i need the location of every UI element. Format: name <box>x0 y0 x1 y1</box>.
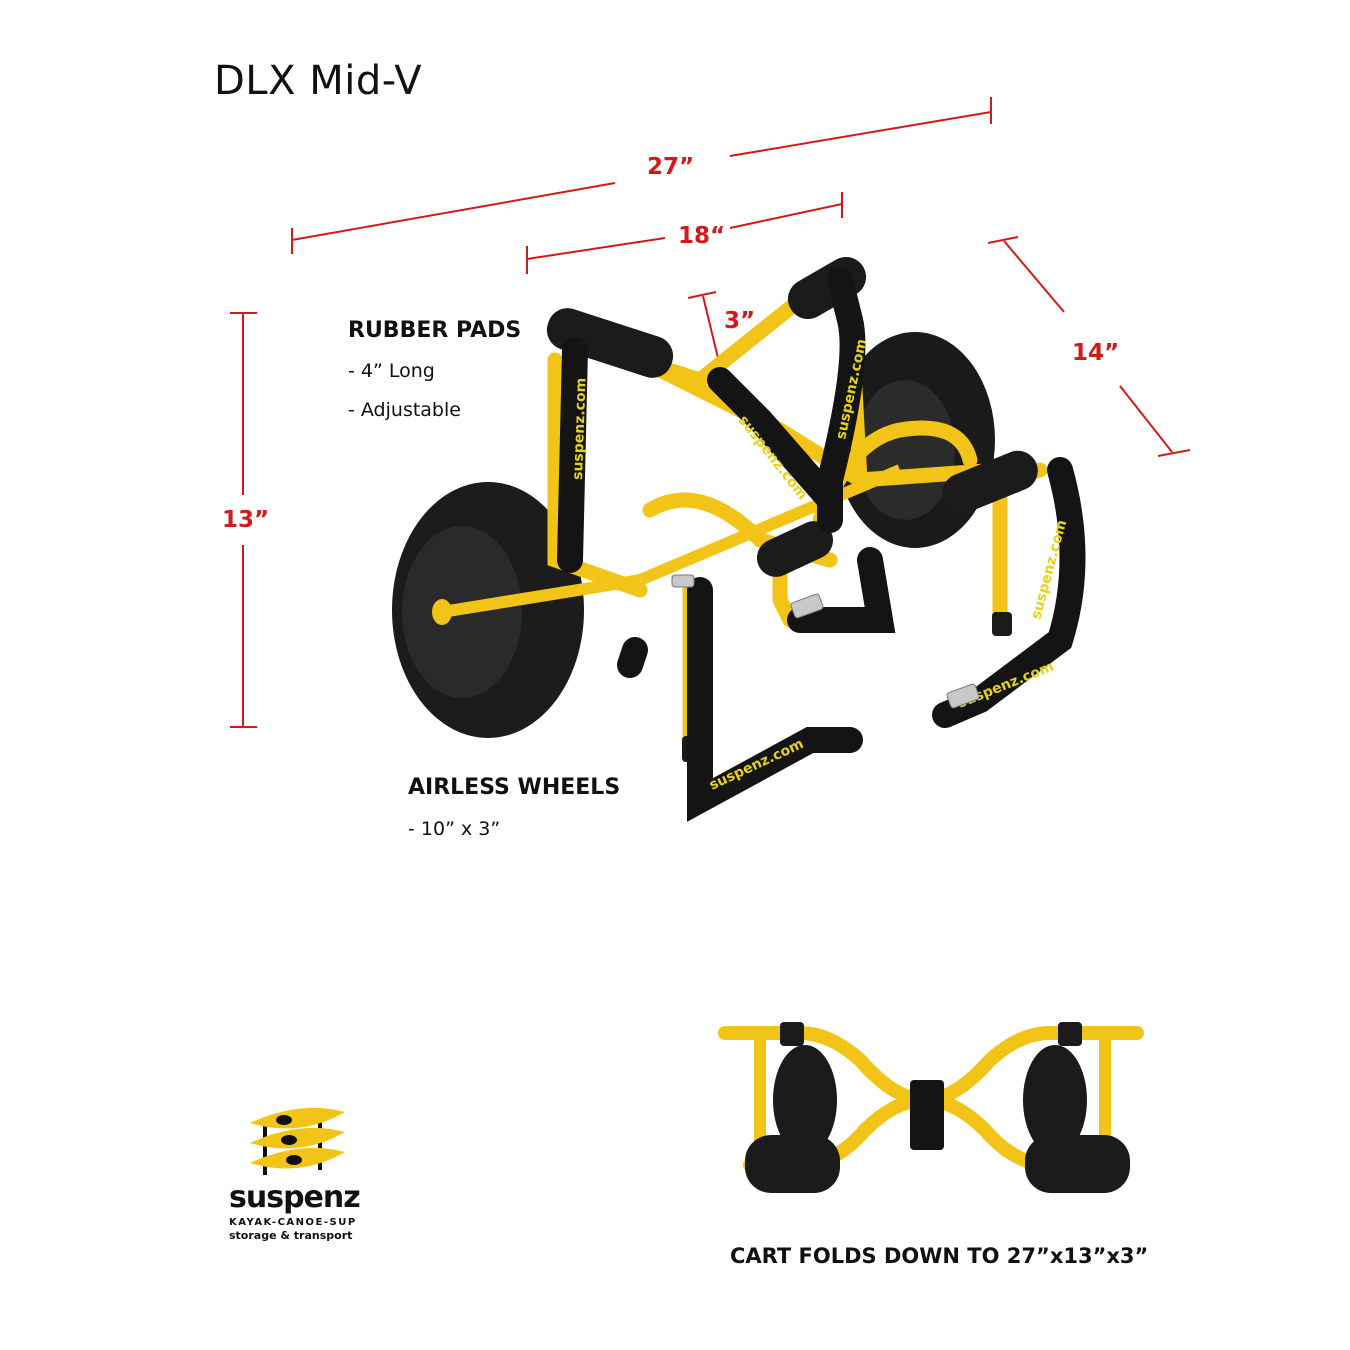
page-title: DLX Mid-V <box>214 58 423 104</box>
dim-18-line-left <box>526 237 666 260</box>
dim-14-tick-bottom <box>1157 449 1191 457</box>
suspenz-logo-graphic <box>250 1107 345 1175</box>
strap-text: suspenz.com <box>570 378 590 481</box>
dim-14-line-top <box>1003 240 1065 313</box>
dim-label-14: 14” <box>1072 340 1120 366</box>
kayak-cart-image: suspenz.com suspenz.com suspenz.com susp… <box>392 257 1086 822</box>
dim-label-18: 18“ <box>678 223 726 249</box>
dim-18-line-right <box>729 203 843 229</box>
wheels-detail-size: - 10” x 3” <box>408 818 501 840</box>
rubber-pads-detail-adjustable: - Adjustable <box>348 399 461 421</box>
dim-label-27: 27” <box>647 154 695 180</box>
dim-14-tick-top <box>987 236 1019 244</box>
dim-14-line-bottom <box>1119 385 1173 453</box>
rubber-pads-heading: RUBBER PADS <box>348 318 522 343</box>
dimension-lines <box>230 97 1191 728</box>
wheels-heading: AIRLESS WHEELS <box>408 775 621 800</box>
brand-logo-name: suspenz <box>229 1180 361 1215</box>
buckles <box>671 574 980 709</box>
folded-cart-image <box>718 1022 1144 1193</box>
brand-tagline-1: KAYAK-CANOE-SUP <box>229 1217 357 1228</box>
dim-3-tick-top <box>687 291 717 299</box>
dim-label-3: 3” <box>724 308 756 334</box>
dim-label-13: 13” <box>222 507 270 533</box>
dim-27-line-left <box>291 182 616 241</box>
rubber-pads-detail-length: - 4” Long <box>348 360 435 382</box>
dim-3-line <box>702 295 719 359</box>
fold-caption: CART FOLDS DOWN TO 27”x13”x3” <box>730 1244 1149 1268</box>
brand-tagline-2: storage & transport <box>229 1229 353 1242</box>
straps <box>557 267 1086 822</box>
dim-27-line-right <box>729 111 992 157</box>
